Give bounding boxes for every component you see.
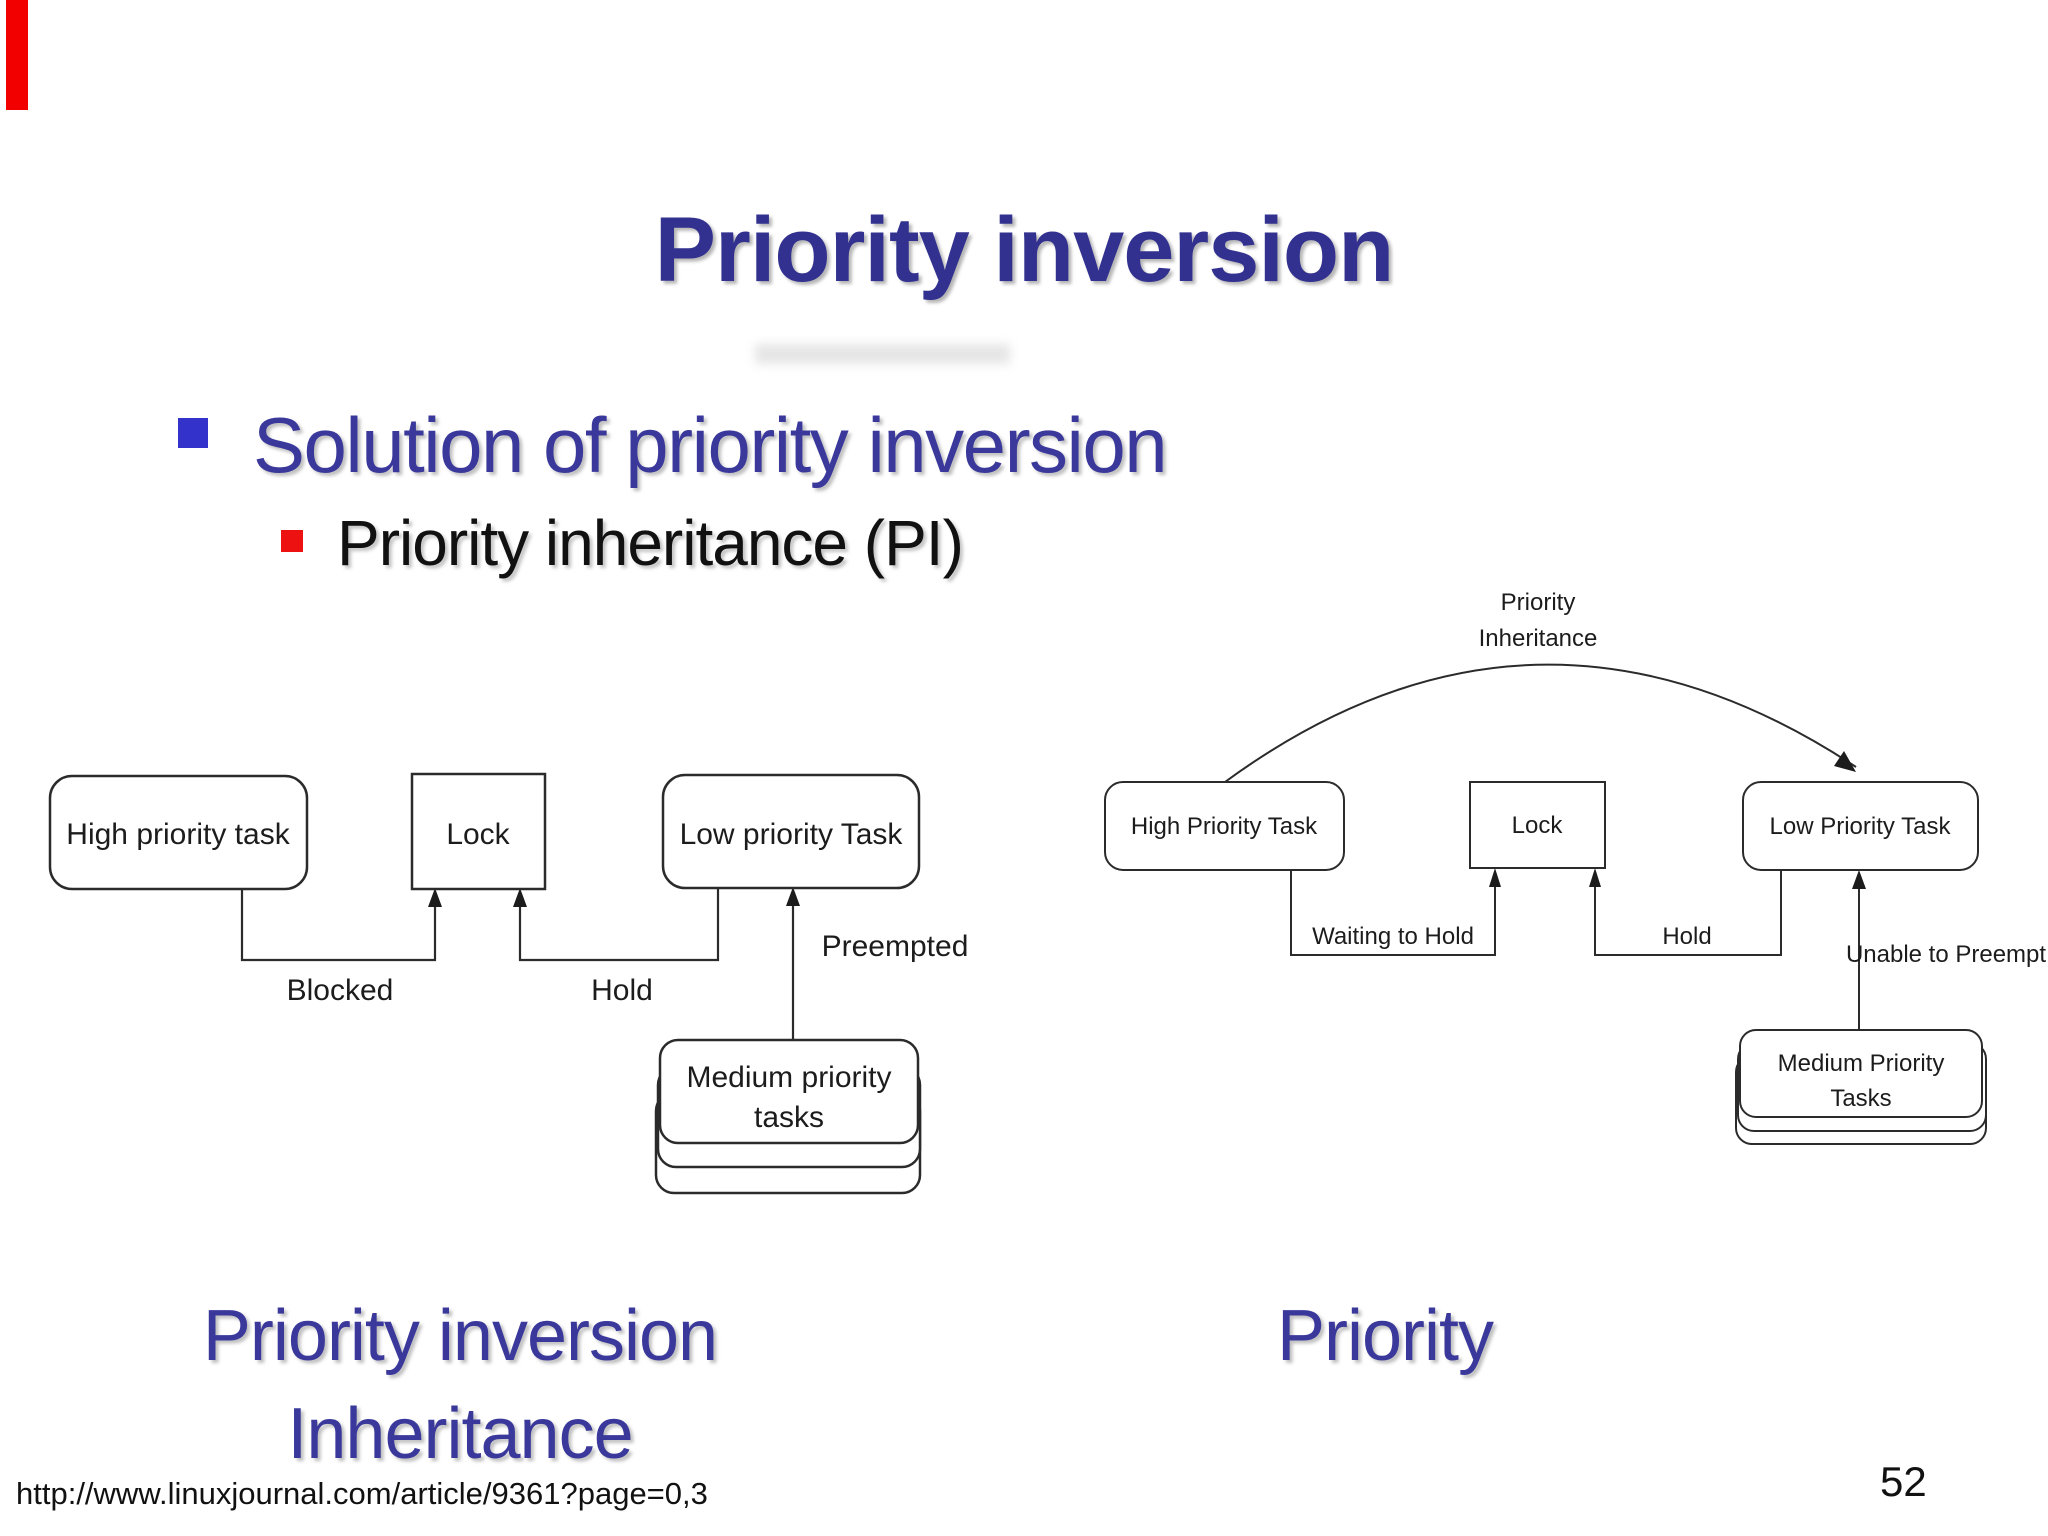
hold-connector-line bbox=[518, 888, 720, 962]
medium-priority-tasks-label-line1: Medium priority bbox=[686, 1061, 891, 1094]
high-priority-task-box bbox=[48, 774, 309, 891]
medium-priority-tasks-box bbox=[658, 1038, 920, 1145]
hold-arrowhead-icon bbox=[1589, 868, 1601, 887]
preempted-label: Preempted bbox=[822, 930, 969, 963]
high-priority-task-label: High Priority Task bbox=[1131, 813, 1318, 840]
inheritance-arc-line bbox=[1224, 663, 1857, 783]
bullet-square-icon bbox=[178, 418, 208, 448]
source-url: http://www.linuxjournal.com/article/9361… bbox=[16, 1476, 708, 1511]
medium-priority-tasks-label-line2: Tasks bbox=[1830, 1085, 1891, 1112]
sub-bullet-square-icon bbox=[281, 530, 303, 552]
low-priority-task-box bbox=[661, 773, 921, 890]
bullet-sub: Priority inheritance (PI) bbox=[337, 507, 964, 579]
priority-inversion-diagram: High priority task Lock Low priority Tas… bbox=[48, 772, 969, 1195]
inheritance-label-line2: Inheritance bbox=[1479, 625, 1598, 652]
medium-priority-tasks-box bbox=[1739, 1029, 1983, 1118]
inheritance-arrowhead-icon bbox=[1834, 751, 1856, 772]
lock-box bbox=[410, 772, 547, 891]
inheritance-label-line1: Priority bbox=[1501, 589, 1576, 616]
caption-left-line1: Priority inversion bbox=[202, 1296, 718, 1376]
shadow-artifact bbox=[755, 344, 1010, 364]
waiting-to-hold-label: Waiting to Hold bbox=[1312, 923, 1474, 950]
low-priority-task-label: Low Priority Task bbox=[1770, 813, 1952, 840]
hold-label: Hold bbox=[1662, 923, 1711, 950]
unable-arrowhead-icon bbox=[1852, 870, 1866, 889]
lock-label: Lock bbox=[446, 818, 510, 851]
blocked-arrowhead-icon bbox=[428, 888, 442, 907]
priority-inheritance-diagram: Priority Inheritance High Priority Task … bbox=[1104, 589, 2046, 1145]
red-accent-bar bbox=[6, 0, 28, 110]
lock-label: Lock bbox=[1512, 812, 1564, 839]
low-priority-task-box bbox=[1742, 781, 1979, 871]
low-priority-task-label: Low priority Task bbox=[680, 818, 904, 851]
blocked-connector-line bbox=[240, 889, 437, 962]
caption-right: Priority bbox=[1276, 1296, 1494, 1376]
medium-priority-tasks-label-line1: Medium Priority bbox=[1778, 1050, 1945, 1077]
high-priority-task-label: High priority task bbox=[66, 818, 290, 851]
waiting-arrowhead-icon bbox=[1489, 868, 1501, 887]
page-title: Priority inversion bbox=[654, 199, 1395, 301]
preempted-arrowhead-icon bbox=[786, 887, 800, 906]
unable-to-preempt-label: Unable to Preempt bbox=[1846, 941, 2046, 968]
blocked-label: Blocked bbox=[287, 974, 394, 1007]
high-priority-task-box bbox=[1104, 781, 1345, 871]
hold-label: Hold bbox=[591, 974, 653, 1007]
lock-box bbox=[1469, 781, 1606, 869]
bullet-main: Solution of priority inversion bbox=[253, 401, 1168, 489]
medium-priority-tasks-label-line2: tasks bbox=[754, 1101, 824, 1134]
waiting-connector-line bbox=[1290, 870, 1496, 956]
hold-arrowhead-icon bbox=[513, 888, 527, 907]
caption-left: Priority inversion Inheritance bbox=[110, 1288, 810, 1484]
caption-left-line2: Inheritance bbox=[287, 1393, 633, 1474]
hold-connector-line bbox=[1594, 870, 1782, 956]
page-number: 52 bbox=[1880, 1458, 1927, 1505]
